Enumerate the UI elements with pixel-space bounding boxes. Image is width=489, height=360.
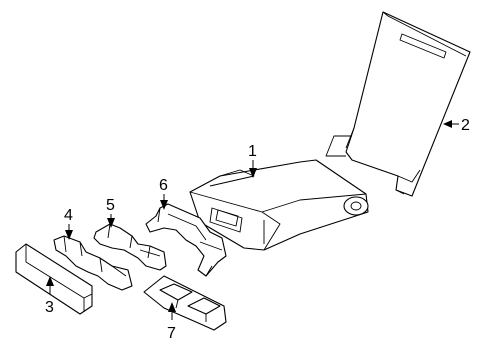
arrow-5: [107, 218, 115, 228]
callout-3: 3: [45, 299, 54, 316]
callout-labels: 1 2 3 4 5 6 7: [45, 117, 470, 342]
part-1-console-body: [189, 159, 369, 251]
leader-lines: [46, 120, 459, 320]
callout-1: 1: [248, 143, 257, 160]
part-4-bracket: [53, 235, 133, 291]
part-3-trim-panel: [15, 243, 93, 315]
callout-2: 2: [461, 117, 470, 134]
arrow-4: [65, 230, 73, 240]
callout-5: 5: [106, 197, 115, 214]
arrow-1: [249, 168, 257, 178]
arrow-6: [160, 200, 168, 210]
callout-6: 6: [159, 177, 168, 194]
arrow-2: [443, 120, 452, 128]
part-6-bracket: [145, 203, 227, 277]
part-5-bracket: [93, 223, 167, 271]
arrow-3: [46, 276, 54, 286]
arrow-7: [168, 302, 176, 312]
callout-4: 4: [64, 207, 73, 224]
callout-7: 7: [167, 325, 176, 342]
part-2-back-panel: [325, 11, 471, 197]
part-7-base-tray: [143, 275, 227, 331]
